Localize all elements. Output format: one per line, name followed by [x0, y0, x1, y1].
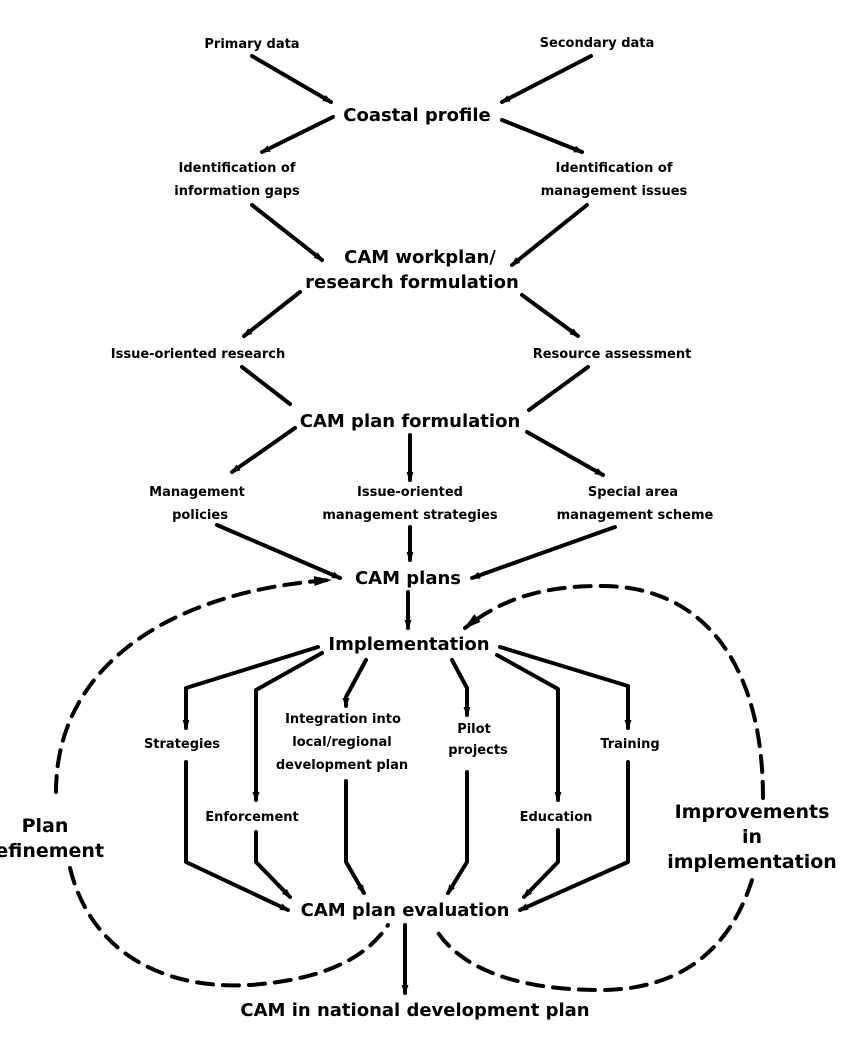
- node-secondary-data: Secondary data: [540, 36, 655, 51]
- edge-issues-to-workplan: [510, 203, 589, 267]
- edge-gaps-to-workplan: [250, 203, 324, 262]
- node-plan-formulation: CAM plan formulation: [300, 411, 521, 432]
- loop-improvements-lower: [433, 878, 754, 993]
- node-implementation: Implementation: [328, 634, 489, 655]
- label-plan-refinement-line1: Plan: [22, 815, 69, 837]
- node-plan-evaluation: CAM plan evaluation: [301, 900, 510, 921]
- edge-profile-to-gaps: [260, 115, 335, 154]
- edges: [182, 54, 632, 995]
- node-integration-line2: local/regional: [292, 735, 391, 750]
- edge-primary-to-profile: [250, 54, 333, 104]
- edge-formulation-to-special: [525, 430, 605, 477]
- node-national-plan: CAM in national development plan: [240, 1000, 589, 1021]
- edge-special-to-plans: [470, 525, 617, 580]
- node-special-area-line2: management scheme: [557, 508, 714, 523]
- node-mgmt-issues-line2: management issues: [541, 184, 688, 199]
- edge-impl-to-education: [495, 653, 562, 802]
- edge-workplan-to-research: [242, 290, 302, 338]
- edge-policies-to-plans: [215, 523, 342, 580]
- edge-enforcement-to-eval: [254, 830, 292, 899]
- edge-impl-to-training: [498, 645, 632, 730]
- label-improvements-line3: implementation: [667, 851, 837, 873]
- node-cam-plans: CAM plans: [355, 568, 461, 589]
- loop-plan-refinement-lower: [68, 866, 390, 988]
- node-mgmt-policies-line1: Management: [149, 485, 245, 500]
- node-issue-strategies-line2: management strategies: [322, 508, 498, 523]
- loop-plan-refinement-upper: [54, 576, 332, 794]
- node-special-area-line1: Special area: [588, 485, 678, 500]
- edge-secondary-to-profile: [500, 54, 593, 104]
- label-improvements-line1: Improvements: [675, 801, 830, 823]
- loop-improvements-upper: [463, 583, 765, 800]
- node-training: Training: [600, 737, 659, 752]
- edge-impl-to-enforcement: [252, 651, 324, 802]
- edge-strategies-to-eval: [184, 760, 290, 912]
- node-strategies: Strategies: [144, 737, 220, 752]
- node-workplan-line2: research formulation: [305, 272, 519, 293]
- edge-impl-to-pilot: [450, 658, 471, 717]
- label-improvements-line2: in: [742, 826, 762, 848]
- edge-profile-to-issues: [500, 118, 584, 154]
- node-education: Education: [520, 810, 593, 825]
- edge-impl-to-strategies: [182, 645, 320, 730]
- edge-training-to-eval: [518, 760, 630, 912]
- edge-impl-to-integration: [342, 658, 368, 708]
- node-pilot-line1: Pilot: [457, 722, 491, 737]
- node-info-gaps-line2: information gaps: [174, 184, 300, 199]
- node-issue-strategies-line1: Issue-oriented: [357, 485, 463, 500]
- node-coastal-profile: Coastal profile: [343, 105, 490, 126]
- node-workplan-line1: CAM workplan/: [344, 247, 496, 268]
- node-enforcement: Enforcement: [205, 810, 299, 825]
- edge-integration-to-eval: [344, 779, 366, 895]
- node-mgmt-issues-line1: Identification of: [556, 161, 673, 176]
- node-primary-data: Primary data: [204, 37, 299, 52]
- node-integration-line1: Integration into: [285, 712, 401, 727]
- node-issue-research: Issue-oriented research: [111, 347, 285, 362]
- edge-education-to-eval: [522, 828, 560, 899]
- node-resource-assessment: Resource assessment: [533, 347, 692, 362]
- label-plan-refinement-line2: refinement: [0, 840, 104, 862]
- node-mgmt-policies-line2: policies: [172, 508, 228, 523]
- node-integration-line3: development plan: [276, 758, 408, 773]
- edge-pilot-to-eval: [446, 770, 469, 895]
- edge-formulation-to-policies: [230, 426, 297, 474]
- edge-research-to-formulation: [240, 365, 292, 406]
- edge-resource-to-formulation: [527, 365, 590, 412]
- feedback-loops: [54, 576, 765, 993]
- node-info-gaps-line1: Identification of: [179, 161, 296, 176]
- edge-workplan-to-resource: [520, 293, 580, 338]
- node-pilot-line2: projects: [448, 743, 508, 758]
